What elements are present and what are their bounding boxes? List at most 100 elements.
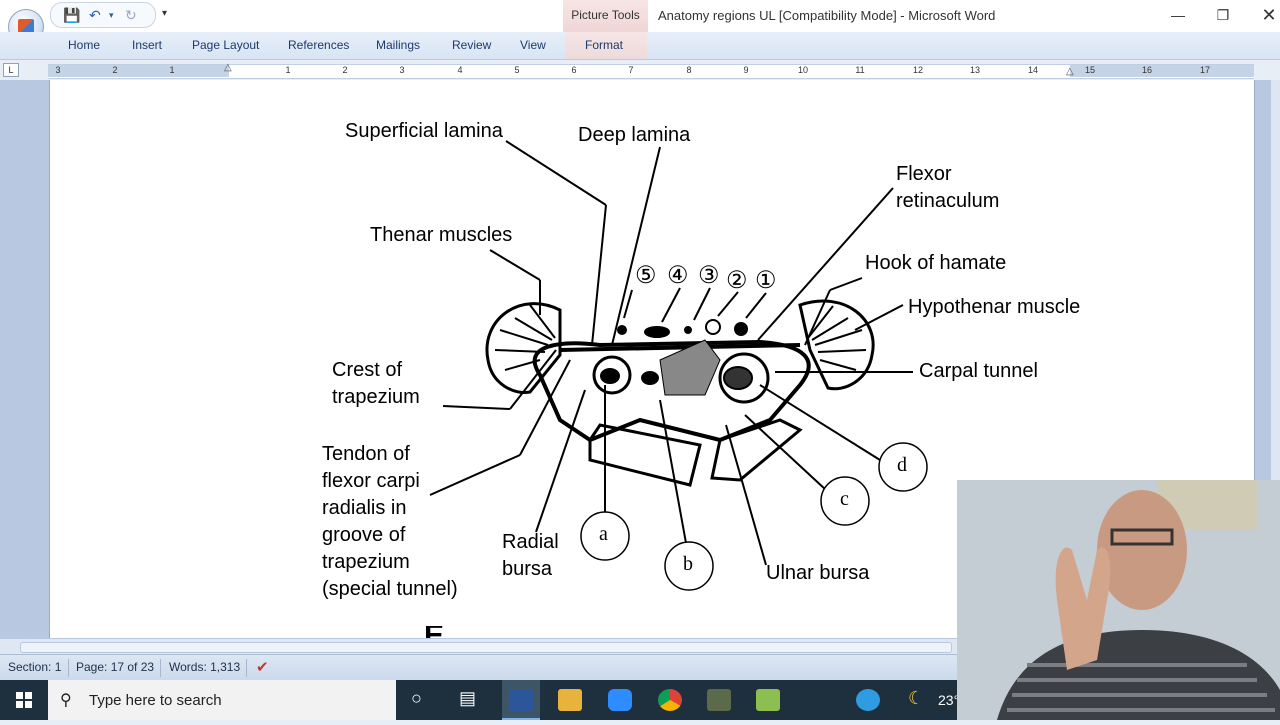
media-app-icon[interactable] bbox=[707, 689, 731, 711]
carpal-tunnel-diagram bbox=[429, 140, 928, 591]
marker-1: ① bbox=[755, 267, 777, 294]
thenar-muscle-shape bbox=[485, 302, 562, 395]
restore-button[interactable]: ❐ bbox=[1216, 7, 1230, 23]
hypothenar-muscle-shape bbox=[798, 299, 875, 391]
tab-view[interactable]: View bbox=[520, 38, 546, 52]
tab-insert[interactable]: Insert bbox=[132, 38, 163, 52]
windows-icon bbox=[16, 692, 32, 708]
leader-line bbox=[659, 399, 687, 544]
picture-tools-contextual-tab: Picture Tools bbox=[563, 0, 648, 32]
letter-marker-d bbox=[878, 442, 928, 492]
label-flexor-retinaculum-line1: Flexor bbox=[896, 163, 952, 185]
letter-c: c bbox=[840, 488, 849, 510]
marker-3: ③ bbox=[698, 262, 720, 289]
ruler-tick: 5 bbox=[514, 65, 520, 75]
file-explorer-icon[interactable] bbox=[558, 689, 582, 711]
tab-page-layout[interactable]: Page Layout bbox=[192, 38, 260, 52]
leader-line bbox=[489, 249, 541, 281]
leader-line bbox=[829, 277, 863, 291]
tab-mailings[interactable]: Mailings bbox=[376, 38, 421, 52]
ruler-tick: 6 bbox=[571, 65, 577, 75]
status-section[interactable]: Section: 1 bbox=[8, 660, 62, 674]
ruler-tick: 2 bbox=[342, 65, 348, 75]
label-hypothenar-muscle: Hypothenar muscle bbox=[908, 296, 1081, 318]
picture-tools-label: Picture Tools bbox=[571, 8, 640, 22]
tab-references[interactable]: References bbox=[288, 38, 350, 52]
label-radial-bursa-line1: Radial bbox=[502, 531, 559, 553]
leader-line bbox=[429, 454, 521, 496]
vertical-scrollbar[interactable] bbox=[1271, 80, 1280, 640]
ruler-tick: 8 bbox=[686, 65, 692, 75]
leader-line bbox=[725, 424, 767, 566]
weather-moon-icon[interactable]: ☾ bbox=[908, 688, 925, 708]
task-view-icon[interactable]: ▤ bbox=[459, 688, 477, 708]
status-separator bbox=[160, 659, 161, 677]
help-icon[interactable] bbox=[856, 689, 880, 711]
ruler-tick: 3 bbox=[55, 65, 61, 75]
ruler-right-margin bbox=[1070, 65, 1254, 77]
next-heading-partial: E bbox=[424, 626, 444, 640]
ruler-tick: 7 bbox=[628, 65, 634, 75]
leader-line bbox=[611, 146, 661, 346]
redo-icon[interactable]: ↻ bbox=[125, 7, 137, 23]
tab-review[interactable]: Review bbox=[452, 38, 492, 52]
cortana-icon[interactable]: ○ bbox=[411, 688, 422, 708]
right-indent-marker-icon[interactable]: △ bbox=[1066, 66, 1074, 77]
scroll-thumb[interactable] bbox=[20, 642, 952, 653]
tab-home[interactable]: Home bbox=[68, 38, 101, 52]
label-crest-line2: trapezium bbox=[332, 386, 420, 408]
status-bar: Section: 1 Page: 17 of 23 Words: 1,313 ✔ bbox=[0, 654, 958, 681]
format-tab-background bbox=[565, 32, 647, 59]
ruler-left-margin bbox=[48, 65, 229, 77]
close-button[interactable]: ✕ bbox=[1261, 5, 1277, 25]
minimize-button[interactable]: — bbox=[1171, 7, 1185, 23]
label-tendon-line3: radialis in bbox=[322, 497, 407, 519]
chrome-icon[interactable] bbox=[658, 689, 682, 711]
customize-qat-icon[interactable]: ▾ bbox=[162, 8, 168, 19]
notes-app-icon[interactable] bbox=[756, 689, 780, 711]
undo-dropdown-icon[interactable]: ▾ bbox=[109, 10, 114, 20]
presenter-video-image bbox=[957, 480, 1280, 720]
undo-icon[interactable]: ↶ bbox=[89, 7, 101, 23]
ruler-tick: 14 bbox=[1027, 65, 1038, 75]
label-deep-lamina: Deep lamina bbox=[578, 124, 691, 146]
label-hook-of-hamate: Hook of hamate bbox=[865, 252, 1007, 274]
save-icon[interactable]: 💾 bbox=[63, 7, 81, 23]
zoom-icon[interactable] bbox=[608, 689, 632, 711]
status-page[interactable]: Page: 17 of 23 bbox=[76, 660, 155, 674]
label-radial-bursa-line2: bursa bbox=[502, 558, 553, 580]
taskbar-search-box[interactable] bbox=[48, 680, 396, 720]
label-tendon-line4: groove of bbox=[322, 524, 406, 546]
ruler-tick: 17 bbox=[1199, 65, 1210, 75]
label-tendon-line2: flexor carpi bbox=[322, 470, 420, 492]
leader-line bbox=[505, 140, 607, 206]
ruler-tick: 16 bbox=[1141, 65, 1152, 75]
quick-access-toolbar: 💾 ↶ ▾ ↻ bbox=[50, 2, 156, 28]
horizontal-ruler[interactable] bbox=[48, 64, 1254, 79]
horizontal-scrollbar[interactable] bbox=[0, 638, 958, 655]
start-button[interactable] bbox=[0, 680, 48, 720]
ruler-tick: 13 bbox=[969, 65, 980, 75]
fcr-tendon-ring bbox=[592, 355, 632, 395]
tab-selector-icon[interactable]: L bbox=[3, 63, 19, 77]
marker-2: ② bbox=[726, 267, 748, 294]
ruler-tick: 10 bbox=[797, 65, 808, 75]
label-tendon-line1: Tendon of bbox=[322, 443, 410, 465]
status-separator bbox=[68, 659, 69, 677]
ruler-tick: 11 bbox=[855, 65, 865, 75]
ruler-tick: 15 bbox=[1084, 65, 1095, 75]
letter-a: a bbox=[599, 523, 608, 545]
letter-marker-a bbox=[580, 511, 630, 561]
carpal-bones-outline bbox=[532, 339, 811, 443]
label-superficial-lamina: Superficial lamina bbox=[345, 120, 503, 142]
weather-temperature: 23° bbox=[938, 692, 960, 708]
leader-line bbox=[591, 204, 607, 346]
ruler-ticks: 3 2 1 1 2 3 4 5 6 7 8 9 10 11 12 13 14 1… bbox=[0, 62, 1280, 78]
proofing-icon[interactable]: ✔ bbox=[256, 659, 269, 676]
word-icon bbox=[509, 689, 533, 711]
status-words[interactable]: Words: 1,313 bbox=[169, 660, 241, 674]
status-separator bbox=[246, 659, 247, 677]
tab-format[interactable]: Format bbox=[585, 38, 624, 52]
left-indent-marker-icon[interactable]: △ bbox=[224, 62, 232, 73]
label-tendon-line5: trapezium bbox=[322, 551, 410, 573]
